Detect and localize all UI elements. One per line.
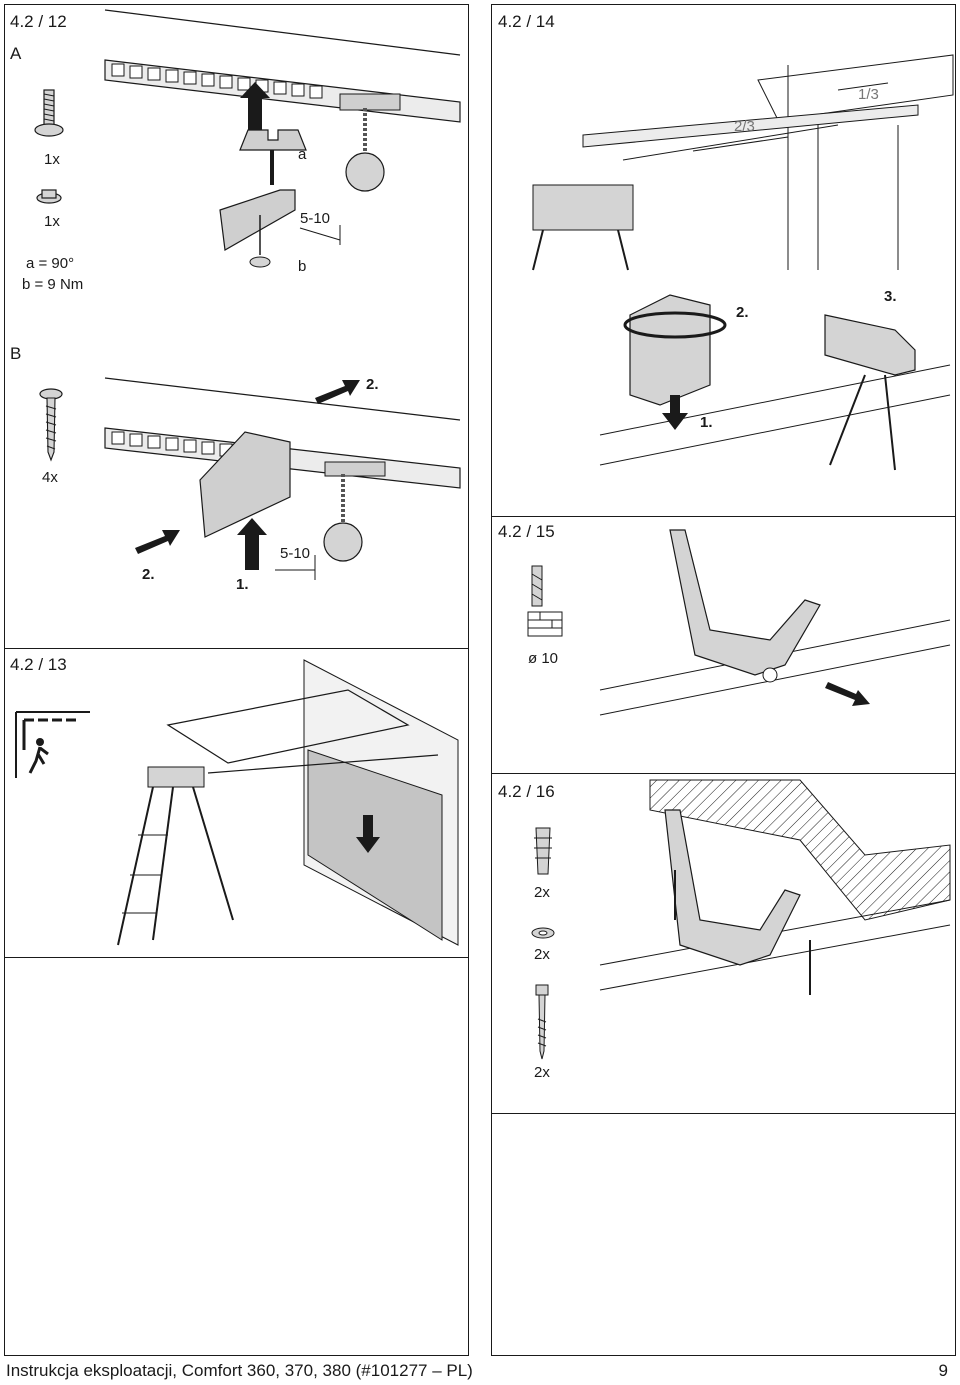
bolt-qty: 1x bbox=[44, 151, 60, 168]
nut-icon bbox=[36, 189, 62, 204]
dimension-a: 5-10 bbox=[300, 210, 331, 227]
washer-qty: 2x bbox=[534, 946, 550, 963]
divider-left-13 bbox=[4, 648, 469, 649]
step-2-top-b: 2. bbox=[366, 376, 379, 393]
rail-assembly-a-illustration bbox=[104, 9, 461, 268]
wall-plug-icon bbox=[534, 827, 552, 875]
step-3-14: 3. bbox=[884, 288, 897, 305]
subsection-label-a: A bbox=[10, 44, 22, 63]
section-title-15: 4.2 / 15 bbox=[498, 522, 555, 541]
drill-bit-icon bbox=[527, 565, 563, 637]
bracket-rotate-illustration bbox=[599, 294, 951, 471]
left-column-frame bbox=[4, 4, 469, 1356]
footer-document-title: Instrukcja eksploatacji, Comfort 360, 37… bbox=[6, 1361, 473, 1380]
drill-diameter: ø 10 bbox=[528, 650, 559, 667]
fraction-one-third: 1/3 bbox=[858, 86, 879, 103]
ceiling-mount-illustration bbox=[599, 779, 951, 995]
step-1-b: 1. bbox=[236, 576, 249, 593]
callout-a: a bbox=[298, 146, 307, 163]
lag-screw-qty: 2x bbox=[534, 1064, 550, 1081]
fraction-two-thirds: 2/3 bbox=[734, 118, 755, 135]
callout-b: b bbox=[298, 258, 307, 275]
step-2-14: 2. bbox=[736, 304, 749, 321]
section-title-13: 4.2 / 13 bbox=[10, 655, 67, 674]
dimension-b: 5-10 bbox=[280, 545, 311, 562]
page-number: 9 bbox=[938, 1361, 948, 1380]
divider-left-bottom bbox=[4, 957, 469, 958]
nut-qty: 1x bbox=[44, 213, 60, 230]
plug-qty: 2x bbox=[534, 884, 550, 901]
spec-angle: a = 90° bbox=[26, 255, 75, 272]
door-ladder-illustration bbox=[117, 659, 459, 946]
divider-right-15 bbox=[491, 516, 956, 517]
divider-right-16 bbox=[491, 773, 956, 774]
section-title-14: 4.2 / 14 bbox=[498, 12, 555, 31]
step-1-14: 1. bbox=[700, 414, 713, 431]
right-column-frame bbox=[491, 4, 956, 1356]
lag-screw-icon bbox=[535, 984, 549, 1060]
wood-screw-icon bbox=[39, 388, 63, 462]
spec-torque: b = 9 Nm bbox=[22, 276, 84, 293]
section-title-12: 4.2 / 12 bbox=[10, 12, 67, 31]
step-2-left-b: 2. bbox=[142, 566, 155, 583]
hanger-bracket-15-illustration bbox=[599, 529, 951, 716]
divider-right-bottom bbox=[491, 1113, 956, 1114]
bolt-icon bbox=[34, 89, 64, 137]
washer-icon bbox=[531, 927, 555, 939]
screw-qty: 4x bbox=[42, 469, 58, 486]
section-title-16: 4.2 / 16 bbox=[498, 782, 555, 801]
rail-position-illustration bbox=[532, 54, 954, 271]
rail-assembly-b-illustration bbox=[104, 377, 461, 580]
subsection-label-b: B bbox=[10, 344, 22, 363]
warning-pictogram bbox=[15, 711, 90, 778]
